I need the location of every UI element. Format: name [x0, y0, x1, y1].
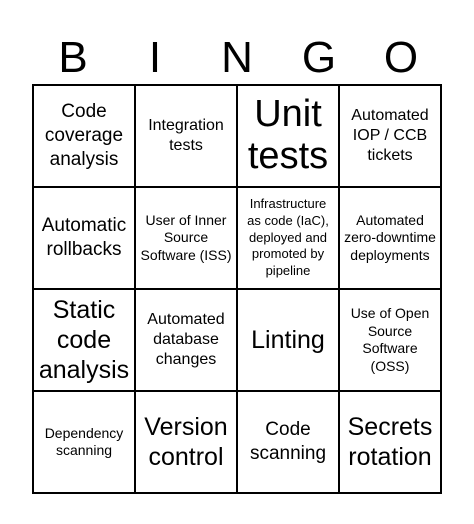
header-letter-i: I	[148, 33, 162, 82]
header-letter-n: N	[221, 33, 253, 82]
bingo-cell[interactable]: Version control	[135, 391, 237, 493]
header-letter-o: O	[383, 33, 419, 82]
bingo-cell[interactable]: Code scanning	[237, 391, 339, 493]
bingo-cell[interactable]: Code coverage analysis	[33, 85, 135, 187]
bingo-cell[interactable]: Secrets rotation	[339, 391, 441, 493]
bingo-cell[interactable]: Unit tests	[237, 85, 339, 187]
bingo-cell[interactable]: Dependency scanning	[33, 391, 135, 493]
bingo-card-grid: Code coverage analysis Integration tests…	[32, 84, 442, 494]
bingo-cell[interactable]: Automated zero-downtime deployments	[339, 187, 441, 289]
bingo-header: B I N G O	[32, 28, 442, 88]
bingo-cell[interactable]: Static code analysis	[33, 289, 135, 391]
bingo-cell[interactable]: User of Inner Source Software (ISS)	[135, 187, 237, 289]
header-letter-g: G	[301, 33, 337, 82]
bingo-cell[interactable]: Use of Open Source Software (OSS)	[339, 289, 441, 391]
bingo-cell[interactable]: Linting	[237, 289, 339, 391]
bingo-cell[interactable]: Infrastructure as code (IaC), deployed a…	[237, 187, 339, 289]
bingo-cell[interactable]: Automated IOP / CCB tickets	[339, 85, 441, 187]
bingo-cell[interactable]: Integration tests	[135, 85, 237, 187]
bingo-cell[interactable]: Automated database changes	[135, 289, 237, 391]
header-letter-b: B	[58, 33, 88, 82]
bingo-cell[interactable]: Automatic rollbacks	[33, 187, 135, 289]
